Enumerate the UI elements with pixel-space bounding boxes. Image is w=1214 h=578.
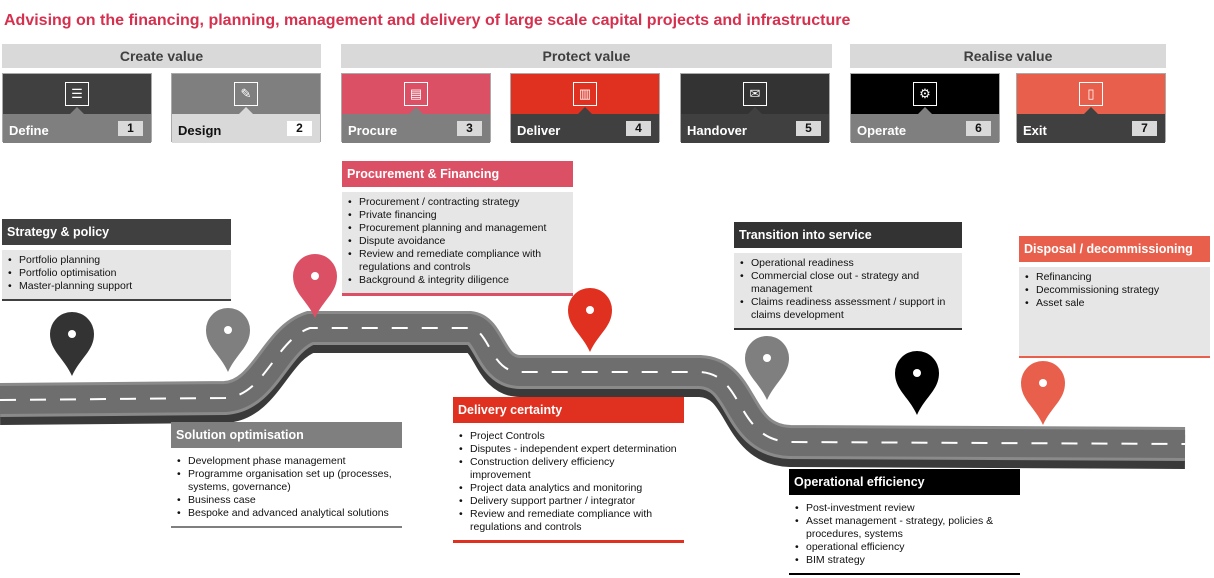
delivery-certainty-box: Delivery certainty Project ControlsDispu… — [453, 397, 684, 543]
stage-number: 4 — [626, 121, 651, 136]
box-list: Post-investment reviewAsset management -… — [789, 498, 1020, 575]
list-item: Background & integrity diligence — [348, 274, 567, 287]
stage-design: ✎ Design 2 — [171, 73, 321, 143]
box-list: Project ControlsDisputes - independent e… — [453, 426, 684, 543]
document-icon: ▤ — [404, 82, 428, 106]
handshake-icon: ✉ — [743, 82, 767, 106]
stage-handover: ✉ Handover 5 — [680, 73, 830, 143]
list-item: Claims readiness assessment / support in… — [740, 296, 956, 322]
list-item: Review and remediate compliance with reg… — [348, 248, 567, 274]
gears-icon: ⚙ — [913, 82, 937, 106]
door-icon: ▯ — [1079, 82, 1103, 106]
list-item: Disputes - independent expert determinat… — [459, 443, 678, 456]
operational-efficiency-box: Operational efficiency Post-investment r… — [789, 469, 1020, 575]
list-item: Programme organisation set up (processes… — [177, 468, 396, 494]
phase-create-value: Create value — [2, 44, 321, 68]
box-title: Procurement & Financing — [342, 161, 573, 187]
box-title: Operational efficiency — [789, 469, 1020, 495]
map-pin-icon — [206, 308, 250, 372]
stage-number: 7 — [1132, 121, 1157, 136]
list-item: Post-investment review — [795, 502, 1014, 515]
building-icon: ▥ — [573, 82, 597, 106]
stage-label: Procure — [348, 123, 398, 138]
strategy-policy-box: Strategy & policy Portfolio planningPort… — [2, 219, 231, 301]
list-item: Portfolio optimisation — [8, 267, 225, 280]
list-item: Portfolio planning — [8, 254, 225, 267]
list-item: Refinancing — [1025, 271, 1204, 284]
phase-protect-value: Protect value — [341, 44, 832, 68]
stage-deliver: ▥ Deliver 4 — [510, 73, 660, 143]
list-item: Procurement planning and management — [348, 222, 567, 235]
list-item: Dispute avoidance — [348, 235, 567, 248]
page-title: Advising on the financing, planning, man… — [4, 12, 851, 29]
solution-optimisation-box: Solution optimisation Development phase … — [171, 422, 402, 528]
list-item: Delivery support partner / integrator — [459, 495, 678, 508]
stage-number: 2 — [287, 121, 312, 136]
road — [0, 311, 1186, 469]
list-item: operational efficiency — [795, 541, 1014, 554]
list-item: Private financing — [348, 209, 567, 222]
checklist-icon: ☰ — [65, 82, 89, 106]
stage-number: 3 — [457, 121, 482, 136]
transition-into-service-box: Transition into service Operational read… — [734, 222, 962, 330]
stage-label: Design — [178, 123, 222, 138]
stage-exit: ▯ Exit 7 — [1016, 73, 1166, 143]
list-item: Operational readiness — [740, 257, 956, 270]
stage-label: Deliver — [517, 123, 561, 138]
list-item: Asset sale — [1025, 297, 1204, 310]
list-item: Commercial close out - strategy and mana… — [740, 270, 956, 296]
stage-operate: ⚙ Operate 6 — [850, 73, 1000, 143]
box-list: Operational readinessCommercial close ou… — [734, 253, 962, 330]
list-item: Construction delivery efficiency improve… — [459, 456, 678, 482]
disposal-decommissioning-box: Disposal / decommissioning RefinancingDe… — [1019, 236, 1210, 358]
list-item: Development phase management — [177, 455, 396, 468]
stage-number: 1 — [118, 121, 143, 136]
map-pin-icon — [568, 288, 612, 352]
list-item: BIM strategy — [795, 554, 1014, 567]
list-item: Asset management - strategy, policies & … — [795, 515, 1014, 541]
stage-define: ☰ Define 1 — [2, 73, 152, 143]
box-list: Procurement / contracting strategyPrivat… — [342, 192, 573, 296]
map-pin-icon — [895, 351, 939, 415]
stage-procure: ▤ Procure 3 — [341, 73, 491, 143]
stage-label: Exit — [1023, 123, 1047, 138]
stage-number: 6 — [966, 121, 991, 136]
map-pin-icon — [1021, 361, 1065, 425]
list-item: Decommissioning strategy — [1025, 284, 1204, 297]
list-item: Procurement / contracting strategy — [348, 196, 567, 209]
stage-label: Handover — [687, 123, 747, 138]
stage-label: Operate — [857, 123, 907, 138]
box-list: RefinancingDecommissioning strategyAsset… — [1019, 267, 1210, 358]
map-pin-icon — [745, 336, 789, 400]
pencil-icon: ✎ — [234, 82, 258, 106]
box-title: Transition into service — [734, 222, 962, 248]
list-item: Review and remediate compliance with reg… — [459, 508, 678, 534]
list-item: Master-planning support — [8, 280, 225, 293]
map-pin-icon — [293, 254, 337, 318]
box-title: Strategy & policy — [2, 219, 231, 245]
box-title: Delivery certainty — [453, 397, 684, 423]
phase-realise-value: Realise value — [850, 44, 1166, 68]
list-item: Project data analytics and monitoring — [459, 482, 678, 495]
map-pin-icon — [50, 312, 94, 376]
list-item: Business case — [177, 494, 396, 507]
box-title: Disposal / decommissioning — [1019, 236, 1210, 262]
box-list: Portfolio planningPortfolio optimisation… — [2, 250, 231, 301]
list-item: Project Controls — [459, 430, 678, 443]
list-item: Bespoke and advanced analytical solution… — [177, 507, 396, 520]
box-list: Development phase managementProgramme or… — [171, 451, 402, 528]
stage-number: 5 — [796, 121, 821, 136]
stage-label: Define — [9, 123, 49, 138]
box-title: Solution optimisation — [171, 422, 402, 448]
procurement-financing-box: Procurement & Financing Procurement / co… — [342, 161, 573, 296]
